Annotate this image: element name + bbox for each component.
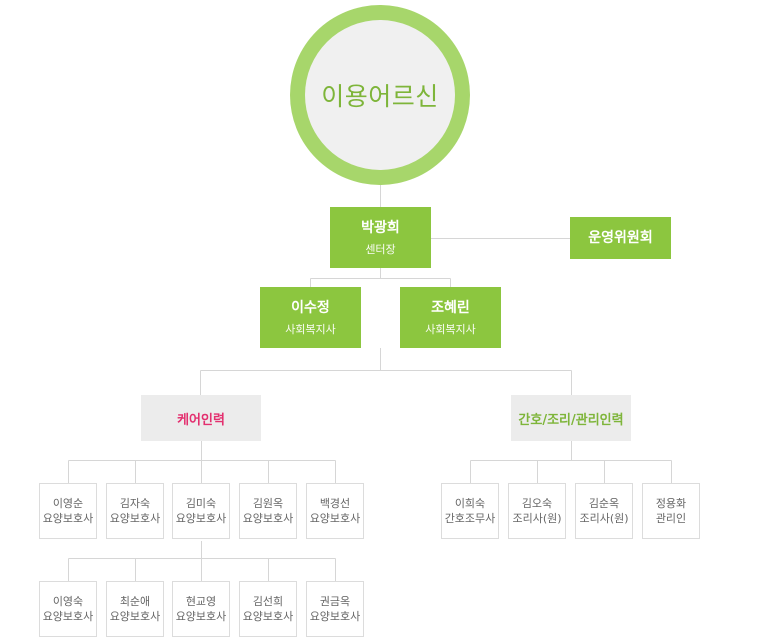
line-director-workers bbox=[310, 268, 451, 287]
staff-card: 이영순 요양보호사 bbox=[39, 483, 97, 539]
director-box: 박광희 센터장 bbox=[330, 207, 431, 268]
staff-card: 김오숙 조리사(원) bbox=[508, 483, 566, 539]
staff-name: 현교영 bbox=[185, 595, 217, 608]
staff-card: 최순애 요양보호사 bbox=[106, 581, 164, 637]
staff-card: 김원옥 요양보호사 bbox=[239, 483, 297, 539]
line-workers-groups bbox=[200, 348, 572, 395]
social-worker-role: 사회복지사 bbox=[285, 322, 336, 336]
staff-role: 요양보호사 bbox=[175, 610, 227, 623]
staff-role: 요양보호사 bbox=[242, 512, 294, 525]
staff-card: 이영숙 요양보호사 bbox=[39, 581, 97, 637]
staff-role: 관리인 bbox=[655, 512, 687, 525]
staff-role: 요양보호사 bbox=[42, 512, 94, 525]
staff-card: 백경선 요양보호사 bbox=[306, 483, 364, 539]
social-worker-name: 조혜린 bbox=[431, 299, 470, 316]
staff-role: 요양보호사 bbox=[175, 512, 227, 525]
director-role: 센터장 bbox=[365, 242, 396, 256]
staff-name: 권금옥 bbox=[319, 595, 351, 608]
care-group-label: 케어인력 bbox=[177, 412, 225, 428]
staff-role: 요양보호사 bbox=[109, 610, 161, 623]
staff-name: 김자숙 bbox=[119, 497, 151, 510]
staff-name: 최순애 bbox=[119, 595, 151, 608]
staff-name: 김오숙 bbox=[521, 497, 553, 510]
staff-card: 정용화 관리인 bbox=[642, 483, 700, 539]
staff-role: 요양보호사 bbox=[109, 512, 161, 525]
staff-card: 권금옥 요양보호사 bbox=[306, 581, 364, 637]
committee-box: 운영위원회 bbox=[570, 217, 671, 259]
top-circle: 이용어르신 bbox=[290, 5, 470, 185]
top-circle-inner: 이용어르신 bbox=[305, 20, 455, 170]
top-label: 이용어르신 bbox=[321, 82, 439, 111]
staff-name: 김미숙 bbox=[185, 497, 217, 510]
line-nursing-members bbox=[470, 441, 672, 483]
staff-card: 김선희 요양보호사 bbox=[239, 581, 297, 637]
staff-name: 정용화 bbox=[655, 497, 687, 510]
line-care-row2 bbox=[68, 541, 336, 581]
staff-role: 요양보호사 bbox=[309, 610, 361, 623]
staff-name: 백경선 bbox=[319, 497, 351, 510]
staff-name: 김선희 bbox=[252, 595, 284, 608]
staff-name: 이영순 bbox=[52, 497, 84, 510]
director-name: 박광희 bbox=[361, 219, 400, 236]
staff-card: 김미숙 요양보호사 bbox=[172, 483, 230, 539]
social-worker-box: 이수정 사회복지사 bbox=[260, 287, 361, 348]
social-worker-name: 이수정 bbox=[291, 299, 330, 316]
staff-role: 조리사(원) bbox=[579, 512, 629, 525]
staff-role: 요양보호사 bbox=[42, 610, 94, 623]
social-worker-box: 조혜린 사회복지사 bbox=[400, 287, 501, 348]
staff-card: 이희숙 간호조무사 bbox=[441, 483, 499, 539]
staff-role: 요양보호사 bbox=[242, 610, 294, 623]
nursing-group-label: 간호/조리/관리인력 bbox=[518, 412, 624, 428]
care-group-header: 케어인력 bbox=[141, 395, 261, 441]
line-care-row1 bbox=[68, 441, 336, 483]
staff-card: 현교영 요양보호사 bbox=[172, 581, 230, 637]
staff-role: 조리사(원) bbox=[512, 512, 562, 525]
staff-card: 김순옥 조리사(원) bbox=[575, 483, 633, 539]
staff-card: 김자숙 요양보호사 bbox=[106, 483, 164, 539]
staff-name: 김원옥 bbox=[252, 497, 284, 510]
staff-role: 간호조무사 bbox=[444, 512, 496, 525]
staff-role: 요양보호사 bbox=[309, 512, 361, 525]
staff-name: 김순옥 bbox=[588, 497, 620, 510]
staff-name: 이희숙 bbox=[454, 497, 486, 510]
staff-name: 이영숙 bbox=[52, 595, 84, 608]
nursing-group-header: 간호/조리/관리인력 bbox=[511, 395, 631, 441]
social-worker-role: 사회복지사 bbox=[425, 322, 476, 336]
committee-label: 운영위원회 bbox=[588, 230, 653, 246]
